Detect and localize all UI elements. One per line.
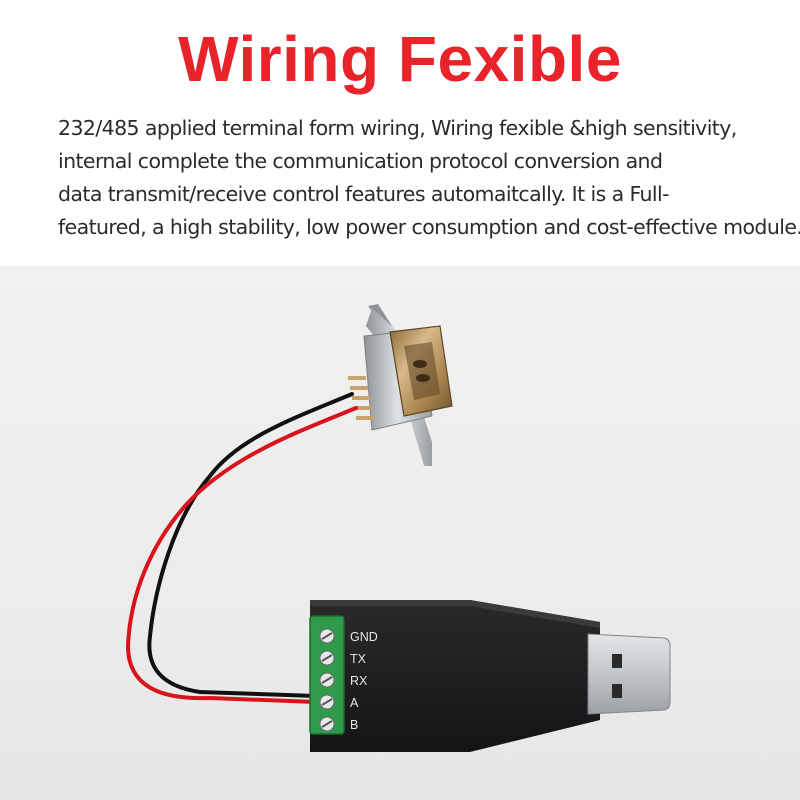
terminal-label-gnd: GND	[350, 630, 378, 644]
page-title: Wiring Fexible	[178, 23, 622, 95]
description-block: 232/485 applied terminal form wiring, Wi…	[58, 112, 800, 244]
usb-module: GND TX RX A B	[309, 600, 671, 752]
terminal-label-rx: RX	[350, 674, 368, 688]
terminal-label-a: A	[350, 696, 359, 710]
description-line: internal complete the communication prot…	[58, 149, 663, 173]
description-line: 232/485 applied terminal form wiring, Wi…	[58, 116, 737, 140]
product-photo: GND TX RX A B	[0, 266, 800, 800]
description-line: data transmit/receive control features a…	[58, 182, 670, 206]
description-line: featured, a high stability, low power co…	[58, 215, 800, 239]
db9-connector	[348, 304, 453, 466]
terminal-label-b: B	[350, 718, 358, 732]
product-illustration: GND TX RX A B	[125, 304, 671, 752]
terminal-label-tx: TX	[350, 652, 367, 666]
cable	[125, 392, 358, 704]
